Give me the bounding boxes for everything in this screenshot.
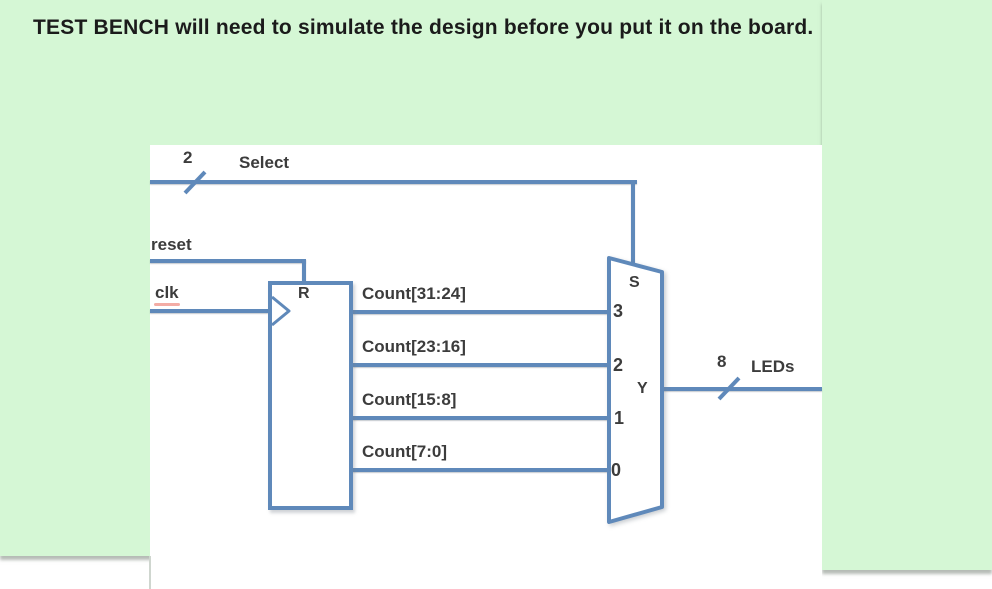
mux-output-port-label: Y	[637, 380, 648, 397]
mux-input-0-label: 0	[611, 460, 622, 480]
reset-wire-horizontal	[150, 259, 306, 263]
clock-edge-icon	[271, 295, 291, 327]
select-bus-width-label: 2	[183, 148, 193, 167]
leds-label: LEDs	[751, 357, 795, 376]
diagram-canvas-left-edge	[149, 556, 151, 589]
leds-bus-width-label: 8	[717, 352, 727, 371]
reset-label: reset	[151, 235, 192, 254]
clk-misspell-underline	[154, 303, 180, 306]
mux-input-2-label: 2	[613, 355, 624, 375]
count-31-24-wire	[353, 310, 609, 314]
reset-wire-vertical	[302, 259, 306, 285]
count-15-8-label: Count[15:8]	[362, 390, 457, 409]
select-bus-wire-vertical	[631, 180, 635, 268]
leds-bus-width-slash-icon	[717, 376, 741, 401]
count-31-24-label: Count[31:24]	[362, 284, 466, 303]
mux-input-3-label: 3	[613, 301, 624, 321]
select-bus-wire-horizontal	[150, 180, 637, 184]
count-23-16-wire	[353, 363, 609, 367]
diagram-canvas	[150, 145, 822, 589]
mux-body	[607, 256, 664, 524]
count-23-16-label: Count[23:16]	[362, 337, 466, 356]
select-bus-label: Select	[239, 153, 290, 172]
select-bus-width-slash-icon	[183, 170, 207, 195]
count-15-8-wire	[353, 416, 609, 420]
slide-green-panel-right	[822, 0, 992, 570]
clk-wire	[150, 309, 268, 313]
leds-bus-wire	[662, 387, 822, 391]
register-reset-port-label: R	[298, 285, 310, 302]
mux-input-1-label: 1	[614, 408, 625, 428]
clk-label: clk	[155, 283, 179, 302]
count-7-0-wire	[353, 468, 609, 472]
count-7-0-label: Count[7:0]	[362, 442, 447, 461]
mux-select-port-label: S	[629, 274, 640, 291]
slide-title: TEST BENCH will need to simulate the des…	[33, 16, 814, 39]
register-box	[268, 281, 353, 510]
